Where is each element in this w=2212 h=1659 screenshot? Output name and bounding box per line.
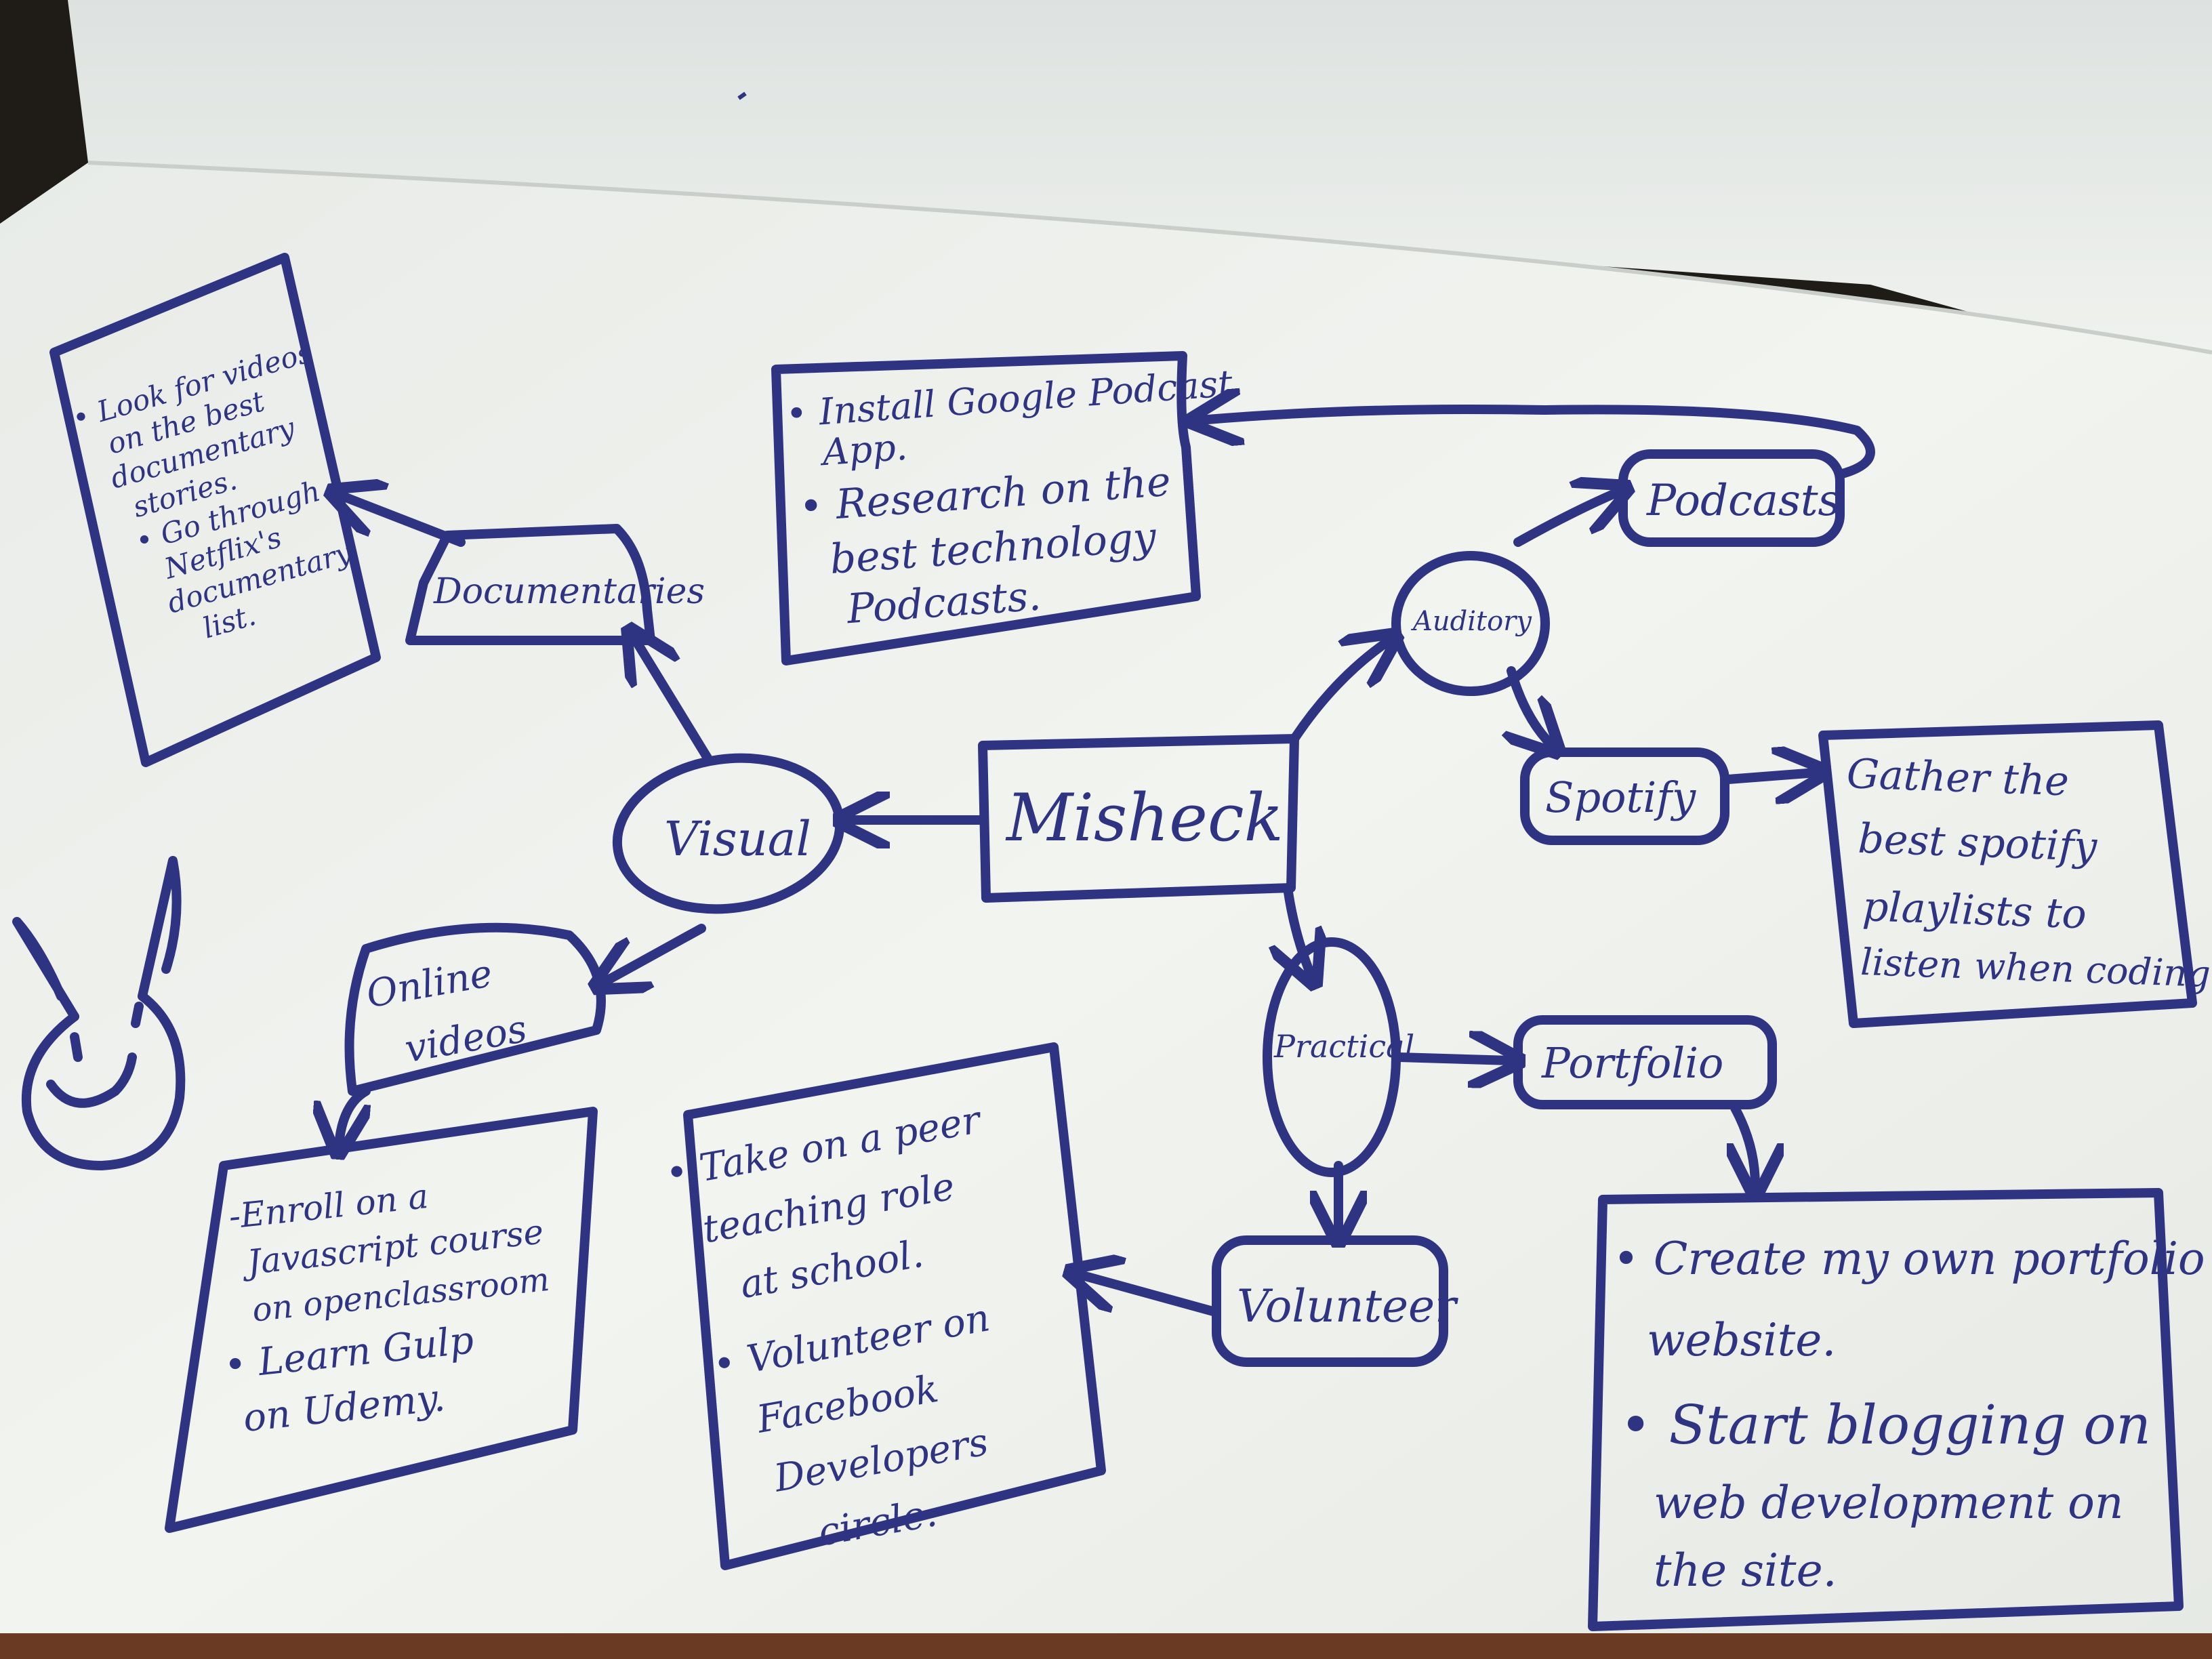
portfolio-note-line: web development on bbox=[1654, 1477, 2123, 1529]
arrow-volunteer-to-notes bbox=[1078, 1274, 1218, 1316]
spotify-label: Spotify bbox=[1545, 773, 1696, 822]
auditory-label: Auditory bbox=[1410, 606, 1532, 637]
arrow-center-to-auditory bbox=[1290, 640, 1389, 743]
upper-page bbox=[68, 0, 2212, 380]
podcasts-node: Podcasts bbox=[1618, 449, 1845, 547]
portfolio-note-line: website. bbox=[1647, 1314, 1836, 1366]
volunteer-node: Volunteer bbox=[1212, 1235, 1458, 1367]
portfolio-label: Portfolio bbox=[1541, 1038, 1723, 1088]
auditory-node: Auditory bbox=[1391, 551, 1550, 696]
spotify-note-line: playlists to bbox=[1862, 883, 2087, 938]
visual-label: Visual bbox=[664, 811, 811, 867]
spotify-note-line: Gather the bbox=[1846, 750, 2070, 805]
arrow-auditory-to-podcasts bbox=[1513, 491, 1620, 547]
arrow-online-videos-to-notes bbox=[339, 1086, 366, 1145]
pen-dot bbox=[737, 91, 747, 100]
arrow-center-to-practical bbox=[1288, 883, 1311, 976]
portfolio-note-line: • Create my own portfolio bbox=[1613, 1233, 2205, 1285]
arrow-spotify-to-notes bbox=[1723, 773, 1816, 779]
portfolio-note-line: the site. bbox=[1654, 1544, 1837, 1597]
center-label: Misheck bbox=[1005, 780, 1284, 856]
podcast-note-line: App. bbox=[818, 426, 909, 474]
arrow-practical-to-portfolio bbox=[1395, 1057, 1511, 1061]
arrow-visual-to-documentaries bbox=[634, 637, 713, 764]
arrow-auditory-to-spotify bbox=[1511, 666, 1552, 745]
practical-label: Practical bbox=[1273, 1028, 1414, 1065]
notebook-page bbox=[0, 163, 2212, 1659]
spotify-node: Spotify bbox=[1520, 747, 1729, 845]
smiling-cat-face-icon bbox=[12, 856, 186, 1170]
spotify-note-line: best spotify bbox=[1857, 815, 2098, 871]
portfolio-note-line: • Start blogging on bbox=[1620, 1393, 2151, 1456]
arrow-podcasts-to-notes bbox=[1200, 409, 1875, 479]
arrow-documentaries-to-notes bbox=[339, 495, 466, 547]
portfolio-notes: • Create my own portfolio website. • Sta… bbox=[1588, 1188, 2205, 1631]
podcasts-label: Podcasts bbox=[1646, 476, 1840, 526]
arrow-visual-to-online-videos bbox=[603, 924, 706, 983]
spotify-notes: Gather the best spotify playlists to lis… bbox=[1818, 720, 2211, 1028]
volunteer-label: Volunteer bbox=[1237, 1280, 1458, 1332]
documentaries-label: Documentaries bbox=[433, 571, 705, 612]
arrow-portfolio-to-notes bbox=[1735, 1103, 1755, 1186]
